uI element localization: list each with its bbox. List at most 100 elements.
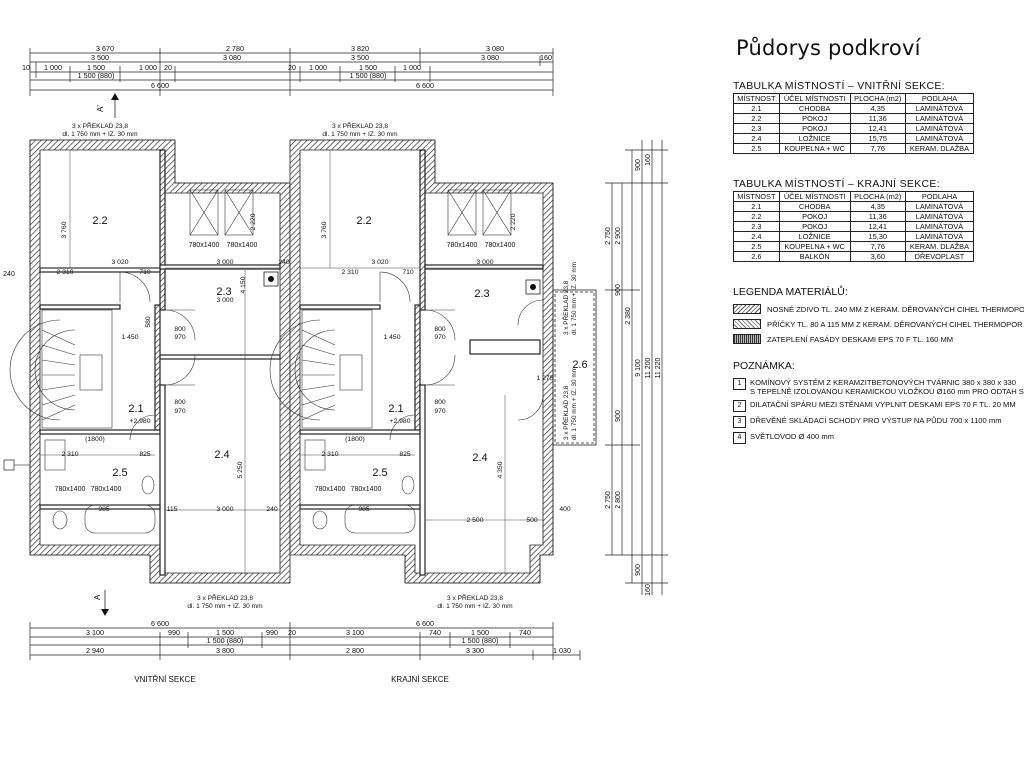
cell: 3,60: [849, 251, 906, 262]
legend-text: PŘÍČKY TL. 80 A 115 MM Z KERAM. DĚROVANÝ…: [767, 319, 1023, 329]
dim: 825: [139, 451, 151, 458]
window-size: 780x1400: [315, 486, 346, 493]
dim-top: 3 080: [223, 53, 241, 62]
dim-top: 3 080: [486, 44, 504, 53]
dim-bottom: 1 030: [553, 646, 571, 655]
room-number: 2.4: [214, 449, 229, 461]
cell: 2.5: [733, 143, 780, 154]
dim-top: 1 500 (880): [350, 71, 387, 80]
dim-top: 1 000: [139, 63, 157, 72]
room-table-end: TABULKA MÍSTNOSTÍ – KRAJNÍ SEKCE: MÍSTNO…: [733, 178, 1024, 262]
dim-right: 2 750: [605, 227, 612, 245]
dim-left: 240: [3, 271, 15, 278]
dim: 4 350: [497, 461, 504, 478]
dim: 800: [174, 326, 186, 333]
table-caption: TABULKA MÍSTNOSTÍ – KRAJNÍ SEKCE:: [733, 178, 940, 190]
cell: POKOJ: [778, 221, 851, 232]
room-number: 2.5: [112, 467, 127, 479]
legend-item: PŘÍČKY TL. 80 A 115 MM Z KERAM. DĚROVANÝ…: [733, 319, 1024, 329]
dim-right: 900: [615, 410, 622, 422]
cell: KERAM. DLAŽBA: [904, 143, 975, 154]
dim: +2,980: [130, 418, 151, 425]
cell: POKOJ: [778, 123, 851, 134]
cell: 2.6: [733, 251, 780, 262]
legend-text: NOSNÉ ZDIVO TL. 240 MM Z KERAM. DĚROVANÝ…: [767, 304, 1024, 314]
window-labels: 780x1400 780x1400 780x1400 780x1400 780x…: [55, 242, 516, 493]
dim-top: 20: [288, 63, 296, 72]
room-number: 2.3: [474, 288, 489, 300]
insulation-band: [29, 139, 554, 584]
dim-bottom: 1 500 (880): [462, 636, 499, 645]
dim-top: 3 500: [91, 53, 109, 62]
dim: 710: [402, 269, 414, 276]
window-size: 780x1400: [485, 242, 516, 249]
dim: 1 450: [383, 334, 400, 341]
note-text: KOMÍNOVÝ SYSTÉM Z KERAMZITBETONOVÝCH TVÁ…: [750, 378, 1016, 387]
dim: 2 310: [341, 269, 358, 276]
note-text: DILATAČNÍ SPÁRU MEZI STĚNAMI VYPLNIT DES…: [750, 400, 1016, 409]
dim: 2 220: [250, 213, 257, 230]
dim: 970: [174, 334, 186, 341]
dim-right: 11 220: [655, 357, 662, 378]
cell: LOŽNICE: [778, 231, 851, 242]
legend-item: NOSNÉ ZDIVO TL. 240 MM Z KERAM. DĚROVANÝ…: [733, 304, 1024, 314]
dim: 2 220: [510, 213, 517, 230]
cell: LAMINÁTOVÁ: [904, 113, 975, 124]
detail-tag: 240: [3, 271, 30, 471]
notes: POZNÁMKA: 1 KOMÍNOVÝ SYSTÉM Z KERAMZITBE…: [733, 360, 1024, 444]
cell: KOUPELNA + WC: [778, 241, 851, 252]
cell: LAMINÁTOVÁ: [904, 103, 975, 114]
dim: +2,980: [390, 418, 411, 425]
page-title: Půdorys podkroví: [736, 36, 921, 60]
note-number: 3: [733, 416, 746, 428]
dim: 2 500: [466, 517, 483, 524]
dim-bottom: 3 100: [86, 628, 104, 637]
cell: LAMINÁTOVÁ: [904, 201, 975, 212]
dim: 3 000: [476, 259, 493, 266]
cell: 4,35: [849, 201, 906, 212]
cell: 2.5: [733, 241, 780, 252]
dim-right: 900: [615, 284, 622, 296]
dim: 3 760: [61, 221, 68, 238]
dim: 970: [174, 408, 186, 415]
dim: 3 000: [216, 297, 233, 304]
bottom-dimension-labels: 6 600 6 600 3 100 990 1 500 990 20 3 100…: [86, 619, 571, 655]
cell: LOŽNICE: [778, 133, 851, 144]
note-item: 1 KOMÍNOVÝ SYSTÉM Z KERAMZITBETONOVÝCH T…: [733, 378, 1024, 396]
cell: CHODBA: [778, 103, 851, 114]
window-size: 780x1400: [55, 486, 86, 493]
interior-dimension-labels: 3 760 3 020 2 310 710 3 000 240 1 450 2 …: [56, 213, 570, 524]
cell: BALKÓN: [778, 251, 851, 262]
dim-top: 1 000: [403, 63, 421, 72]
cell: 7,76: [849, 241, 906, 252]
cell: 15,75: [849, 133, 906, 144]
dim-right: 2 900: [615, 227, 622, 245]
dim: 4 150: [240, 276, 247, 293]
dim: 970: [434, 334, 446, 341]
dim: 985: [98, 506, 110, 513]
materials-legend: LEGENDA MATERIÁLŮ: NOSNÉ ZDIVO TL. 240 M…: [733, 286, 1024, 344]
partitions-right: [299, 149, 544, 576]
dim-top: 1 000: [309, 63, 327, 72]
dim-top: 1 500 (880): [78, 71, 115, 80]
cell: 12,41: [849, 221, 906, 232]
section-marker-bottom: A: [93, 590, 109, 616]
lintel-note-top: 3 x PŘEKLAD 23,8 dl. 1 750 mm + IZ. 30 m…: [62, 121, 398, 138]
top-dimensions: [29, 48, 554, 96]
lintel-text: 3 x PŘEKLAD 23,8: [561, 385, 570, 440]
section-caption-end: KRAJNÍ SEKCE: [391, 675, 449, 684]
cell: CHODBA: [778, 201, 851, 212]
roof-windows: [189, 189, 512, 236]
dim-top: 2 780: [226, 44, 244, 53]
dim: 3 020: [111, 259, 128, 266]
cell: LAMINÁTOVÁ: [904, 133, 975, 144]
dim: (1800): [345, 436, 365, 443]
door-swings: [119, 271, 544, 441]
room-table: MÍSTNOST ÚČEL MÍSTNOSTI PLOCHA (m2) PODL…: [733, 191, 975, 262]
